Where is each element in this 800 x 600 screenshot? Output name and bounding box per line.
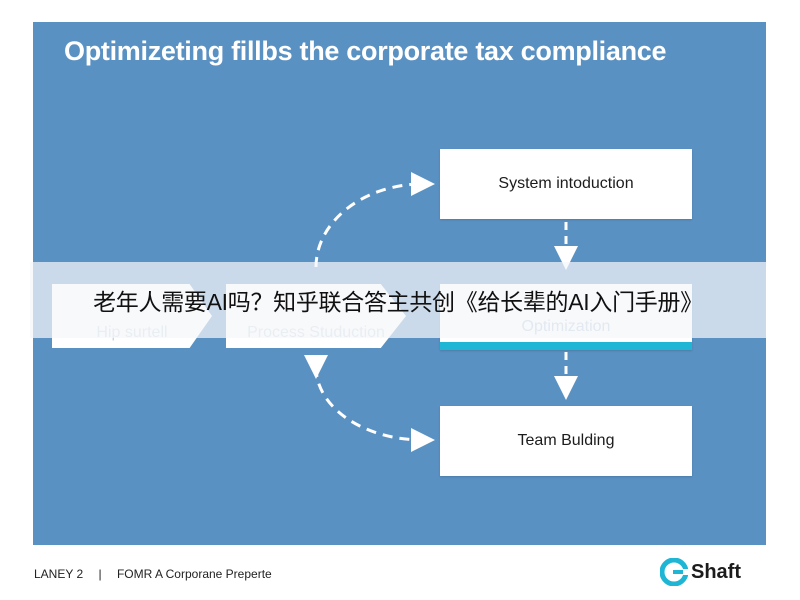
- footer-separator: |: [98, 567, 102, 581]
- brand-logo: Shaft: [660, 558, 741, 586]
- footer-page: LANEY 2: [34, 567, 84, 581]
- footer: LANEY 2 | FOMR A Corporane Preperte: [34, 567, 272, 581]
- flow-arrows: [303, 172, 578, 452]
- brand-name: Shaft: [691, 560, 741, 583]
- overlay-banner: 老年人需要AI吗？知乎联合答主共创《给长辈的AI入门手册》: [30, 262, 766, 338]
- footer-caption: FOMR A Corporane Preperte: [116, 567, 272, 581]
- arrow-curve-bottom: [303, 354, 435, 452]
- arrow-curve-top: [314, 172, 435, 268]
- system-introduction-box: System intoduction: [440, 149, 692, 219]
- banner-text: 老年人需要AI吗？知乎联合答主共创《给长辈的AI入门手册》: [93, 289, 703, 315]
- brand-logo-icon: [660, 558, 688, 586]
- slide-title: Optimizeting fillbs the corporate tax co…: [64, 36, 667, 66]
- team-building-box: Team Bulding: [440, 406, 692, 476]
